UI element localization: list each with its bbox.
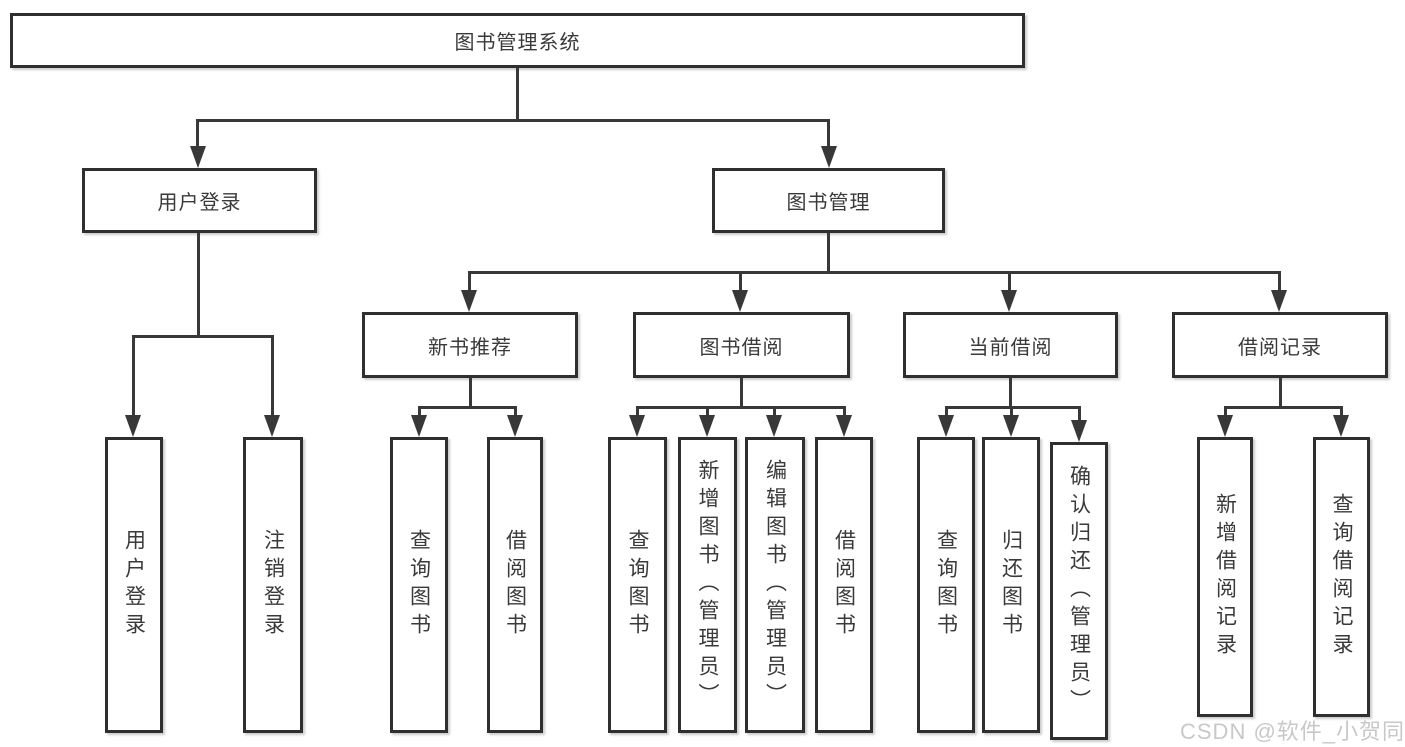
arrowhead-down [1001, 290, 1017, 312]
connector-line [271, 335, 274, 417]
arrowhead-down [1071, 420, 1087, 442]
node-leaf-add-borrow-record: 新增借阅记录 [1197, 437, 1253, 717]
connector-line [739, 271, 742, 292]
node-user-login: 用户登录 [82, 168, 317, 233]
connector-line [197, 119, 830, 122]
arrowhead-down [1217, 415, 1233, 437]
connector-line [133, 335, 274, 338]
arrowhead-down [629, 415, 645, 437]
arrowhead-down [766, 415, 782, 437]
connector-line [843, 406, 846, 417]
node-new-book-recommend: 新书推荐 [362, 312, 578, 378]
connector-line [1009, 378, 1012, 409]
connector-line [706, 406, 709, 417]
arrowhead-down [461, 290, 477, 312]
arrowhead-down [125, 415, 141, 437]
node-leaf-borrow-books: 借阅图书 [815, 437, 873, 733]
node-leaf-confirm-return-admin: 确认归还（管理员） [1050, 442, 1108, 740]
connector-line [1224, 406, 1227, 417]
connector-line [1224, 406, 1342, 409]
connector-line [636, 406, 845, 409]
node-leaf-borrow-books-recommend: 借阅图书 [487, 437, 543, 733]
connector-line [1340, 406, 1343, 417]
connector-line [132, 335, 135, 417]
connector-line [1279, 378, 1282, 409]
connector-line [1278, 271, 1281, 292]
arrowhead-down [1333, 415, 1349, 437]
node-leaf-add-book-admin: 新增图书（管理员） [678, 437, 737, 733]
connector-line [418, 406, 517, 409]
connector-line [945, 406, 948, 417]
connector-line [418, 406, 421, 417]
node-leaf-query-books-recommend: 查询图书 [390, 437, 448, 733]
arrowhead-down [507, 415, 523, 437]
node-book-management: 图书管理 [712, 168, 945, 233]
node-leaf-logout: 注销登录 [243, 437, 303, 733]
connector-line [1078, 406, 1081, 422]
connector-line [469, 378, 472, 409]
connector-line [636, 406, 639, 417]
connector-line [827, 119, 830, 148]
connector-line [468, 271, 471, 292]
node-current-borrow: 当前借阅 [903, 312, 1118, 378]
arrowhead-down [732, 290, 748, 312]
connector-line [514, 406, 517, 417]
connector-line [196, 119, 199, 148]
node-leaf-user-login: 用户登录 [105, 437, 163, 733]
connector-line [773, 406, 776, 417]
connector-line [469, 271, 1281, 274]
arrowhead-down [836, 415, 852, 437]
node-leaf-query-books-borrow: 查询图书 [608, 437, 667, 733]
node-book-borrow: 图书借阅 [633, 312, 850, 378]
node-leaf-query-books-current: 查询图书 [917, 437, 975, 733]
connector-line [740, 378, 743, 409]
arrowhead-down [1271, 290, 1287, 312]
node-borrow-records: 借阅记录 [1172, 312, 1388, 378]
connector-line [1008, 271, 1011, 292]
connector-line [827, 233, 830, 274]
connector-line [516, 68, 519, 121]
arrowhead-down [821, 146, 837, 168]
node-leaf-edit-book-admin: 编辑图书（管理员） [745, 437, 805, 733]
arrowhead-down [264, 415, 280, 437]
node-library-management-system: 图书管理系统 [10, 13, 1025, 68]
node-leaf-query-borrow-record: 查询借阅记录 [1313, 437, 1370, 717]
arrowhead-down [1003, 415, 1019, 437]
arrowhead-down [938, 415, 954, 437]
connector-line [1010, 406, 1013, 417]
arrowhead-down [190, 146, 206, 168]
csdn-watermark: CSDN @软件_小贺同学 [1180, 719, 1405, 744]
node-leaf-return-book: 归还图书 [982, 437, 1040, 733]
arrowhead-down [411, 415, 427, 437]
connector-line [197, 233, 200, 338]
arrowhead-down [699, 415, 715, 437]
